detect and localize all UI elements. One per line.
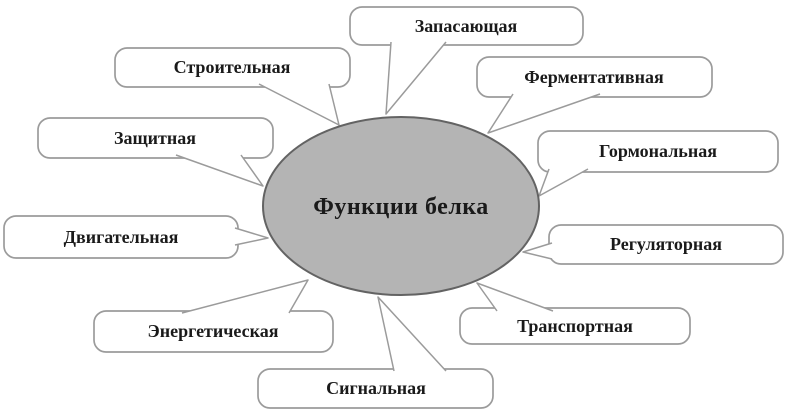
node-zapasayushchaya: Запасающая [349,6,584,115]
callout-tail-regulyatornaya [522,242,553,260]
center-node: Функции белка [262,116,540,296]
node-box-gormonalnaya [537,130,779,173]
node-regulyatornaya: Регуляторная [522,224,784,265]
center-ellipse [262,116,540,296]
callout-tail-zapasayushchaya [385,41,447,115]
node-box-zapasayushchaya [349,6,584,46]
node-label-zapasayushchaya: Запасающая [415,16,518,36]
node-transportnaya: Транспортная [459,282,691,345]
node-stroitelnaya: Строительная [114,47,351,126]
callout-tail-transportnaya [476,282,554,312]
node-box-fermentativnaya [476,56,713,98]
callout-tail-energeticheskaya [181,279,309,314]
node-label-regulyatornaya: Регуляторная [610,234,722,254]
node-label-energeticheskaya: Энергетическая [148,321,279,341]
node-box-stroitelnaya [114,47,351,88]
callout-tail-fermentativnaya [487,93,601,134]
node-label-gormonalnaya: Гормональная [599,141,717,161]
node-box-signalnaya [257,368,494,409]
node-dvigatelnaya: Двигательная [3,215,269,259]
node-box-zashchitnaya [37,117,274,159]
node-label-fermentativnaya: Ферментативная [524,67,664,87]
callout-tail-gormonalnaya [538,168,589,197]
callout-tail-dvigatelnaya [234,227,269,246]
node-fermentativnaya: Ферментативная [476,56,713,134]
node-signalnaya: Сигнальная [257,296,494,409]
node-energeticheskaya: Энергетическая [93,279,334,353]
callout-tail-stroitelnaya [258,83,340,126]
callout-tail-zashchitnaya [175,154,264,187]
node-label-dvigatelnaya: Двигательная [64,227,179,247]
node-box-transportnaya [459,307,691,345]
node-gormonalnaya: Гормональная [537,130,779,197]
center-label: Функции белка [313,194,489,220]
node-zashchitnaya: Защитная [37,117,274,187]
callout-tail-signalnaya [377,296,447,372]
node-label-transportnaya: Транспортная [517,316,633,336]
node-label-zashchitnaya: Защитная [114,128,196,148]
node-label-stroitelnaya: Строительная [174,57,291,77]
node-label-signalnaya: Сигнальная [326,378,426,398]
